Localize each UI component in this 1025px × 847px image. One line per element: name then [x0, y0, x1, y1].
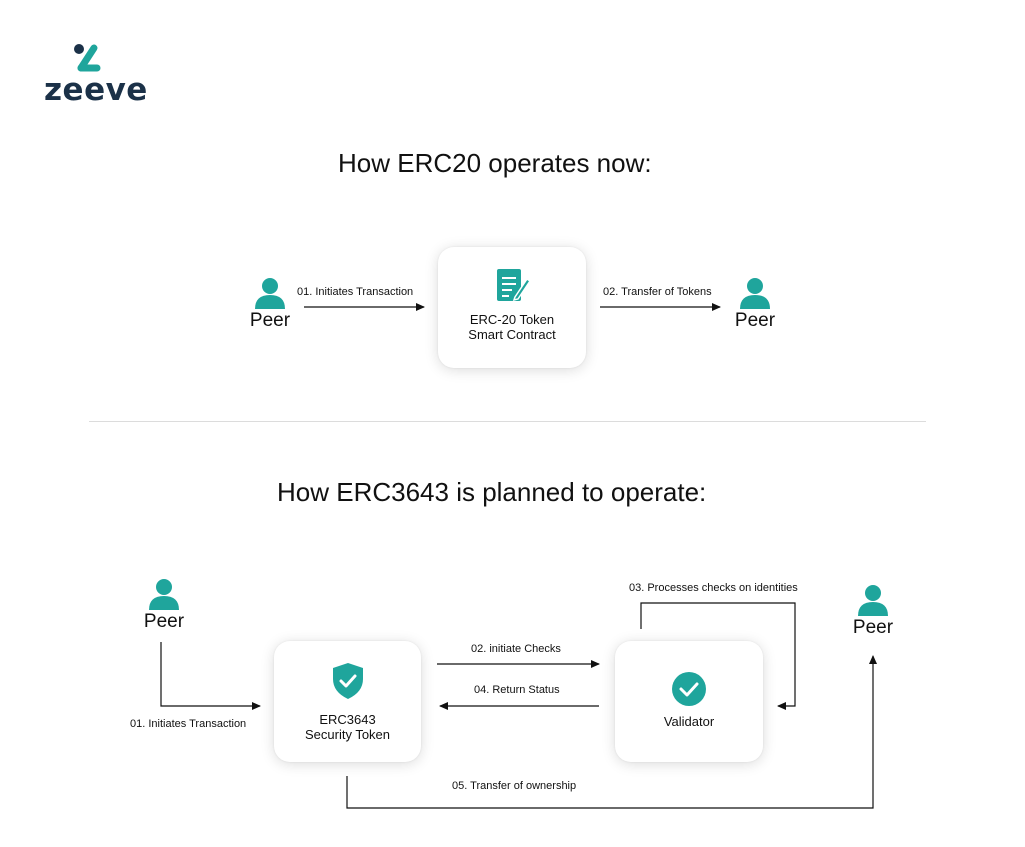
erc3643-token-box: ERC3643 Security Token: [274, 641, 421, 762]
peer-label: Peer: [143, 611, 185, 632]
document-edit-icon: [497, 269, 532, 302]
section2-step1-arrow: [160, 642, 261, 710]
zeeve-logo: [70, 40, 106, 76]
erc20-contract-label-line2: Smart Contract: [468, 327, 556, 342]
section1-peer-left: Peer: [230, 276, 310, 332]
erc20-contract-box: ERC-20 Token Smart Contract: [438, 247, 586, 368]
section2-peer-right: Peer: [833, 583, 913, 639]
validator-label: Validator: [663, 714, 715, 729]
zeeve-logo-text: zeeve: [44, 72, 148, 108]
validator-box: Validator: [615, 641, 763, 762]
person-icon: [858, 585, 888, 616]
section1-peer-right: Peer: [715, 276, 795, 332]
section2-step3-label: 03. Processes checks on identities: [629, 582, 798, 594]
erc3643-token-label-line1: ERC3643: [319, 712, 376, 727]
section2-step3-loop-arrow: [640, 602, 796, 710]
person-icon: [255, 278, 285, 309]
section-divider: [89, 421, 926, 422]
peer-label: Peer: [249, 310, 291, 331]
section2-step5-arrow: [346, 655, 877, 809]
section1-title: How ERC20 operates now:: [338, 148, 652, 178]
section1-step1-label: 01. Initiates Transaction: [297, 286, 414, 298]
erc3643-token-label-line2: Security Token: [304, 727, 391, 742]
erc20-contract-label-line1: ERC-20 Token: [469, 312, 555, 327]
section2-title: How ERC3643 is planned to operate:: [277, 477, 707, 507]
section2-peer-left: Peer: [124, 577, 204, 633]
peer-label: Peer: [852, 617, 894, 638]
section2-step5-label: 05. Transfer of ownership: [452, 780, 577, 792]
zeeve-logo-mark-icon: [74, 44, 101, 72]
peer-label: Peer: [734, 310, 776, 331]
shield-check-icon: [333, 663, 363, 699]
person-icon: [149, 579, 179, 610]
section1-step2-label: 02. Transfer of Tokens: [603, 286, 712, 298]
person-icon: [740, 278, 770, 309]
section2-step4-label: 04. Return Status: [474, 684, 560, 696]
section2-step2-label: 02. initiate Checks: [471, 643, 561, 655]
check-circle-icon: [672, 672, 706, 706]
section2-step1-label: 01. Initiates Transaction: [130, 718, 247, 730]
